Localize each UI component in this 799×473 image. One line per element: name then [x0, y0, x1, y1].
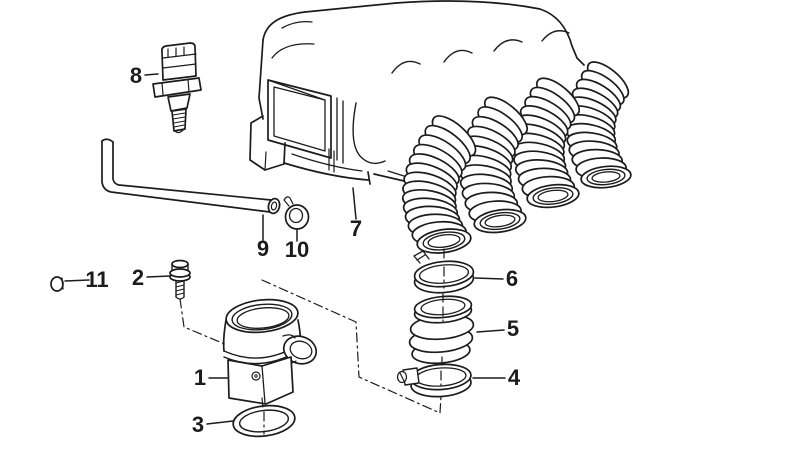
collector-rib-lines [336, 97, 344, 164]
throttle-body-drawing [222, 298, 318, 405]
cap-rim [61, 277, 64, 290]
collector-foot [249, 115, 286, 171]
temp-sensor-drawing [152, 42, 202, 134]
leader-3 [206, 420, 234, 425]
leader-7 [352, 187, 357, 220]
sensor-connector [160, 42, 197, 81]
intake-runners [401, 61, 632, 254]
leader-5 [476, 329, 505, 333]
collector-tick-lines [328, 148, 335, 173]
hose-top-cap [101, 138, 114, 143]
part-label-1[interactable]: 1 [194, 365, 206, 390]
part-label-6[interactable]: 6 [506, 266, 518, 291]
collector-panel-diagonal [267, 79, 326, 101]
hose-clip-drawing [283, 196, 310, 230]
part-label-2[interactable]: 2 [132, 265, 144, 290]
screw-head-top [171, 259, 189, 269]
diagram-ink-layer: 1 2 3 4 5 6 7 8 9 10 11 [50, 0, 632, 438]
hose-mouth [267, 197, 281, 215]
throttle-block-bolt [251, 371, 261, 381]
intake-runner-tube [401, 115, 477, 254]
assembly-axis-lines [179, 248, 445, 435]
runner-rib [427, 234, 461, 248]
leader-lines [64, 73, 506, 425]
throttle-side-port-bore [289, 340, 313, 360]
sensor-hex-flange [152, 77, 202, 98]
sensor-hex-facets [161, 78, 190, 96]
axis-screw-to-body [179, 298, 228, 346]
collector-hump-3 [493, 39, 523, 52]
runner-rib [484, 214, 516, 228]
clip-inner-ring [288, 207, 304, 224]
axis-tick-7 [261, 397, 264, 409]
runner-rib [591, 171, 621, 183]
intake-runner-tube [512, 77, 580, 209]
hose-bore [270, 201, 278, 211]
screw-drawing [169, 259, 191, 300]
runner-rib [537, 189, 569, 203]
collector-panel-inner [273, 86, 326, 152]
sensor-tip [174, 128, 185, 134]
collector-foot-line [264, 151, 267, 171]
worm-clamp-drawing [396, 363, 472, 398]
leader-8 [144, 73, 159, 76]
rubber-sleeve-drawing [408, 295, 475, 365]
sleeve-top-bore [420, 298, 466, 316]
collector-corner-curve-1 [281, 20, 313, 29]
collector-left-edge [258, 39, 264, 120]
part-label-7[interactable]: 7 [350, 216, 362, 241]
leader-6 [474, 277, 504, 280]
collector-bottom-step [367, 171, 405, 185]
clip-tab [283, 196, 294, 207]
throttle-block-edge [261, 365, 266, 404]
collector-panel-outer [267, 79, 332, 159]
throttle-rim-lip [231, 303, 293, 331]
hose-outer-edge [101, 140, 271, 213]
sensor-connector-groove [162, 63, 197, 69]
screw-flange-top [169, 268, 191, 278]
collector-swoosh-curve [352, 102, 386, 165]
collector-bottom-edge [283, 162, 369, 181]
intake-runner-tube [565, 61, 632, 189]
part-label-8[interactable]: 8 [130, 63, 142, 88]
part-label-3[interactable]: 3 [192, 412, 204, 437]
collector-top-outline [262, 0, 585, 66]
o-ring-inner [238, 409, 290, 433]
collector-hump-1 [391, 60, 421, 74]
sensor-pins [162, 46, 197, 59]
hose-inner-edge [112, 141, 272, 201]
band-clamp-inner [418, 264, 470, 284]
intake-runner-tube [459, 96, 528, 234]
cap-drawing [50, 276, 64, 292]
screw-threads [175, 280, 185, 296]
part-label-4[interactable]: 4 [508, 365, 521, 390]
collector-bottom-edge-3 [387, 170, 405, 177]
leader-11 [64, 279, 90, 282]
collector-hump-4 [541, 30, 570, 42]
sensor-taper [167, 93, 191, 112]
throttle-bore [236, 307, 290, 329]
sensor-thread-ridges [172, 112, 186, 128]
collector-hump-2 [443, 49, 473, 63]
band-clamp-tab [413, 250, 430, 264]
part-label-9[interactable]: 9 [257, 236, 269, 261]
vent-hose-drawing [101, 138, 281, 215]
axis-parallelogram [261, 279, 442, 414]
cap-body [50, 276, 64, 292]
part-label-5[interactable]: 5 [507, 316, 519, 341]
collector-corner-curve-2 [271, 43, 315, 59]
leader-2 [146, 275, 171, 278]
part-label-11[interactable]: 11 [85, 267, 108, 292]
throttle-block-bolt-dot [254, 374, 258, 378]
worm-clamp-screw-slot [399, 372, 405, 382]
part-label-10[interactable]: 10 [285, 237, 309, 262]
part-labels: 1 2 3 4 5 6 7 8 9 10 11 [85, 63, 521, 437]
sensor-thread-body [171, 108, 187, 132]
